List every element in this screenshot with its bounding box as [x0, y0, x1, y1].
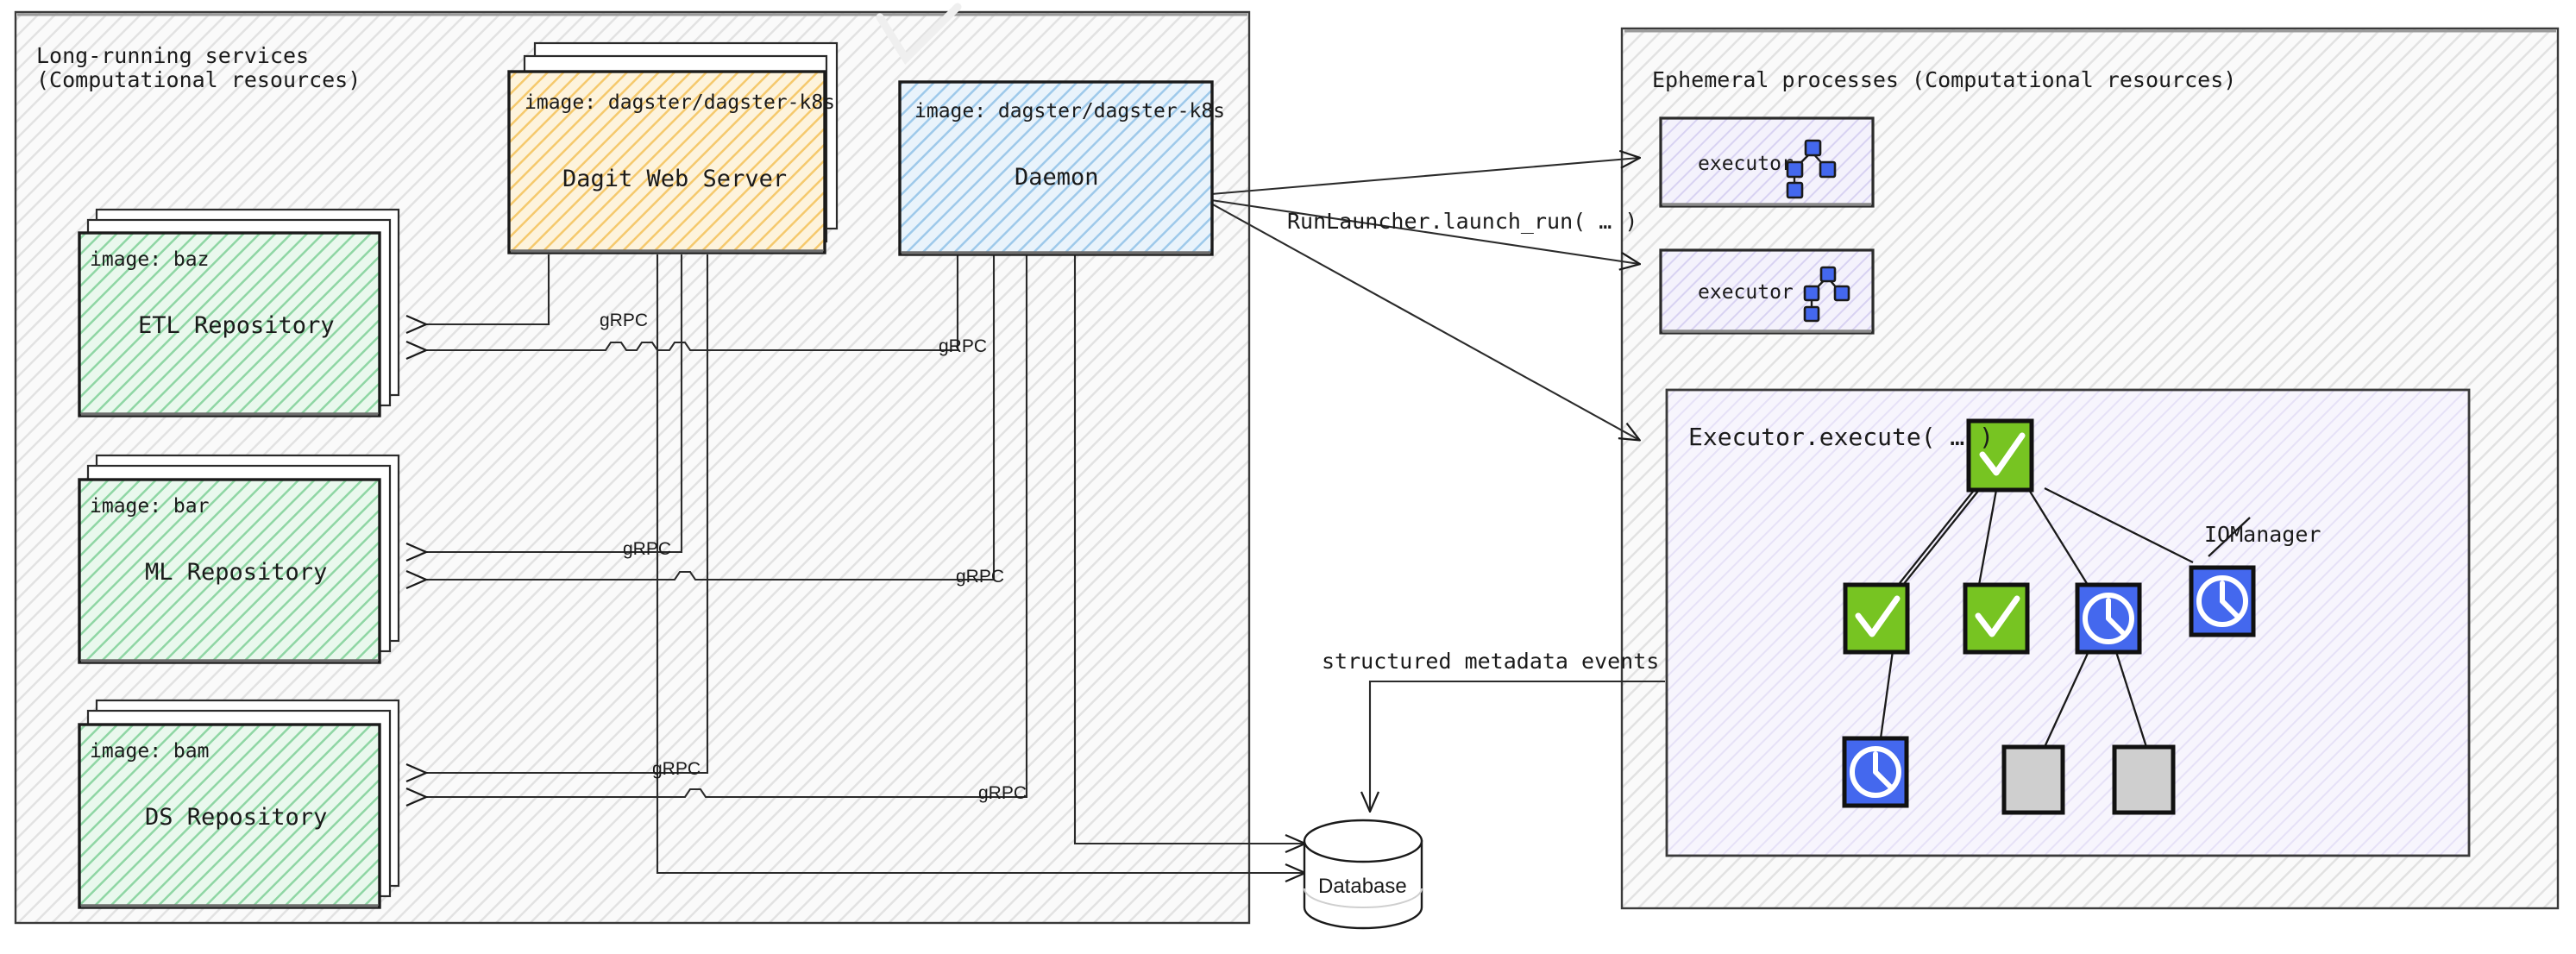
grpc-connector-lines	[426, 254, 1304, 873]
grpc-label-2: gRPC	[939, 336, 988, 356]
execution-graph-edges	[1879, 486, 2251, 748]
ml-repository-card[interactable]	[78, 478, 381, 664]
ds-title: DS Repository	[145, 804, 328, 831]
daemon-image-label: image: dagster/dagster-k8s	[914, 100, 1226, 122]
executor-1-graph-icon	[1786, 139, 1837, 199]
grpc-label-6: gRPC	[978, 783, 1027, 803]
node-success-a[interactable]	[1843, 582, 1910, 655]
daemon-title: Daemon	[1015, 164, 1099, 191]
executor-execute-label: Executor.execute( … )	[1688, 423, 1995, 451]
run-launcher-edge-label: RunLauncher.launch_run( … )	[1287, 209, 1638, 234]
node-queued-a[interactable]	[2001, 744, 2065, 815]
database-cylinder[interactable]	[1303, 819, 1423, 930]
database-label: Database	[1318, 875, 1407, 898]
executor-1-label: executor	[1698, 153, 1794, 175]
long-running-services-label-line2: (Computational resources)	[36, 67, 361, 92]
executor-2-label: executor	[1698, 281, 1794, 304]
dagit-image-label: image: dagster/dagster-k8s	[525, 91, 836, 114]
execute-panel	[1665, 388, 2471, 857]
structured-metadata-edge-label: structured metadata events	[1322, 649, 1660, 674]
ml-image-label: image: bar	[90, 495, 210, 518]
grpc-label-5: gRPC	[652, 759, 701, 779]
node-pending-c[interactable]	[1842, 736, 1909, 808]
grpc-label-1: gRPC	[600, 311, 649, 330]
etl-image-label: image: baz	[90, 248, 210, 271]
node-pending-b[interactable]	[2189, 565, 2256, 637]
ml-title: ML Repository	[145, 559, 328, 586]
ds-image-label: image: bam	[90, 740, 210, 763]
etl-repository-card[interactable]	[78, 231, 381, 417]
ephemeral-processes-label: Ephemeral processes (Computational resou…	[1652, 67, 2237, 92]
grpc-label-3: gRPC	[623, 539, 672, 559]
node-queued-b[interactable]	[2112, 744, 2176, 815]
node-pending-a[interactable]	[2075, 582, 2142, 655]
grpc-label-4: gRPC	[956, 567, 1005, 587]
structured-metadata-edge	[1370, 680, 1665, 811]
daemon-card[interactable]	[898, 80, 1214, 256]
executor-2-graph-icon	[1803, 266, 1850, 323]
run-launcher-edges	[1210, 158, 1639, 440]
iomanager-label: IOManager	[2204, 522, 2322, 547]
dagit-web-server-card[interactable]	[507, 70, 826, 254]
node-success-root[interactable]	[1966, 418, 2034, 493]
ds-repository-card[interactable]	[78, 723, 381, 909]
node-success-b[interactable]	[1963, 582, 2030, 655]
etl-title: ETL Repository	[138, 312, 335, 339]
executor-1-card[interactable]	[1659, 116, 1875, 208]
long-running-services-label-line1: Long-running services	[36, 43, 310, 68]
dagit-title: Dagit Web Server	[562, 166, 788, 192]
